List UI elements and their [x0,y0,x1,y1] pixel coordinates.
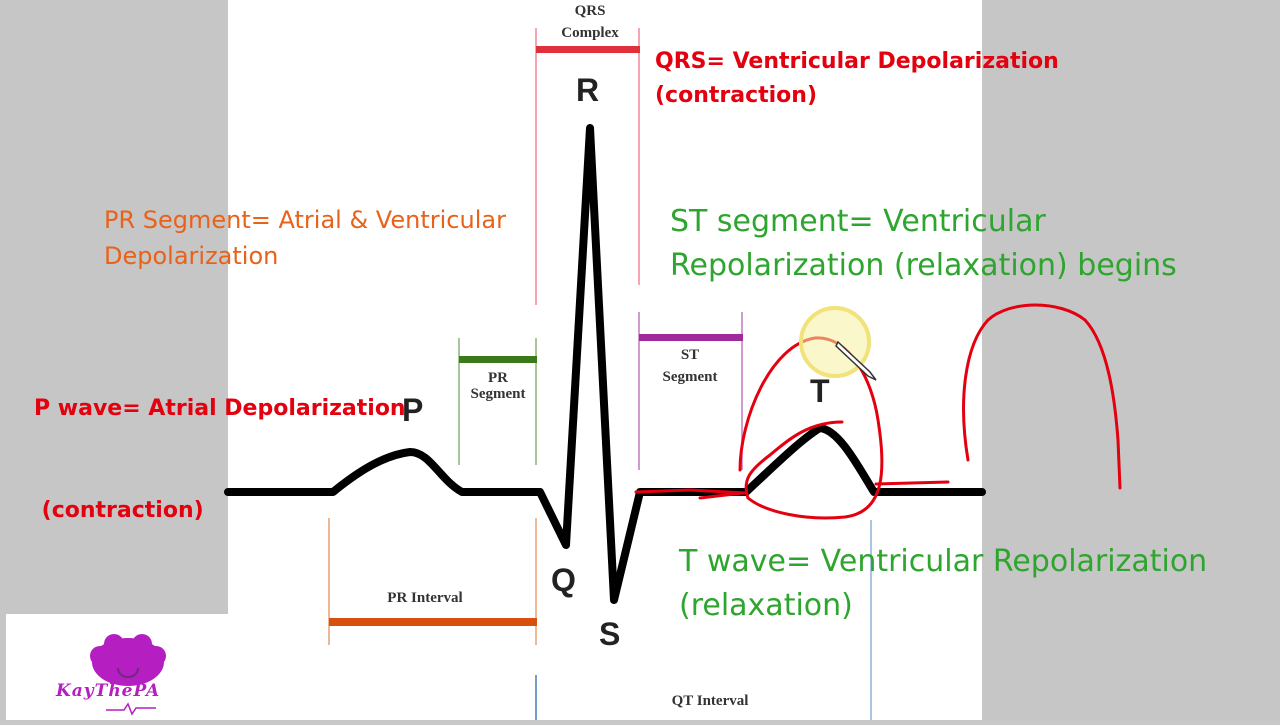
kaythepa-logo: KayThePA [6,614,252,720]
p-wave-annotation: P wave= Atrial Depolarization (contracti… [34,324,406,562]
pr-segment-bar [459,356,537,363]
st-segment-label-line1: ST [680,347,700,363]
logo-text: KayThePA [56,681,161,701]
st-segment-annotation-line1: ST segment= Ventricular [670,204,1046,239]
st-segment-annotation: ST segment= Ventricular Repolarization (… [670,200,1177,288]
pr-segment-label-line1: PR [488,370,508,386]
red-loop-scribble [962,303,1122,490]
qrs-annotation-line1: QRS= Ventricular Depolarization [655,49,1059,74]
qrs-complex-bar [536,46,640,53]
t-wave-annotation-line2: (relaxation) [679,588,853,623]
red-st-underline-tail [698,491,745,500]
red-baseline-scribble [874,480,950,486]
right-gray-panel [982,0,1280,720]
st-segment-label-line2: Segment [662,369,718,385]
red-t-wave-circle [738,336,884,520]
t-wave-label: T [810,373,830,409]
left-gray-panel [0,0,228,720]
qrs-annotation: QRS= Ventricular Depolarization (contrac… [655,45,1059,113]
afro-hair-stethoscope-icon [90,634,166,716]
p-wave-annotation-line1: P wave= Atrial Depolarization [34,396,406,421]
st-segment-label: ST Segment [640,344,740,388]
qrs-complex-label-line2: Complex [561,25,619,41]
t-wave-annotation-line1: T wave= Ventricular Repolarization [679,544,1208,579]
qrs-annotation-line2: (contraction) [655,83,818,108]
pen-cursor-icon [835,340,877,381]
pr-interval-bar [329,618,537,626]
pr-segment-label: PR Segment [459,370,537,402]
ecg-trace [224,124,986,604]
pr-segment-annotation: PR Segment= Atrial & Ventricular Depolar… [104,202,506,274]
qrs-complex-label: QRS Complex [540,0,640,44]
t-wave-annotation: T wave= Ventricular Repolarization (rela… [679,540,1207,628]
q-wave-label: Q [551,562,576,598]
pr-segment-annotation-line1: PR Segment= Atrial & Ventricular [104,206,506,234]
pr-interval-label: PR Interval [387,590,463,606]
qt-interval-label: QT Interval [671,693,749,709]
st-segment-bar [639,334,743,341]
pr-segment-label-line2: Segment [470,386,526,402]
p-wave-annotation-line2: (contraction) [34,498,204,523]
qrs-complex-label-line1: QRS [574,3,606,19]
red-st-underline-scribble [634,488,747,495]
r-wave-label: R [576,72,600,108]
pr-segment-annotation-line2: Depolarization [104,242,279,270]
s-wave-label: S [599,616,621,652]
p-wave-label: P [402,392,424,428]
st-segment-annotation-line2: Repolarization (relaxation) begins [670,248,1177,283]
